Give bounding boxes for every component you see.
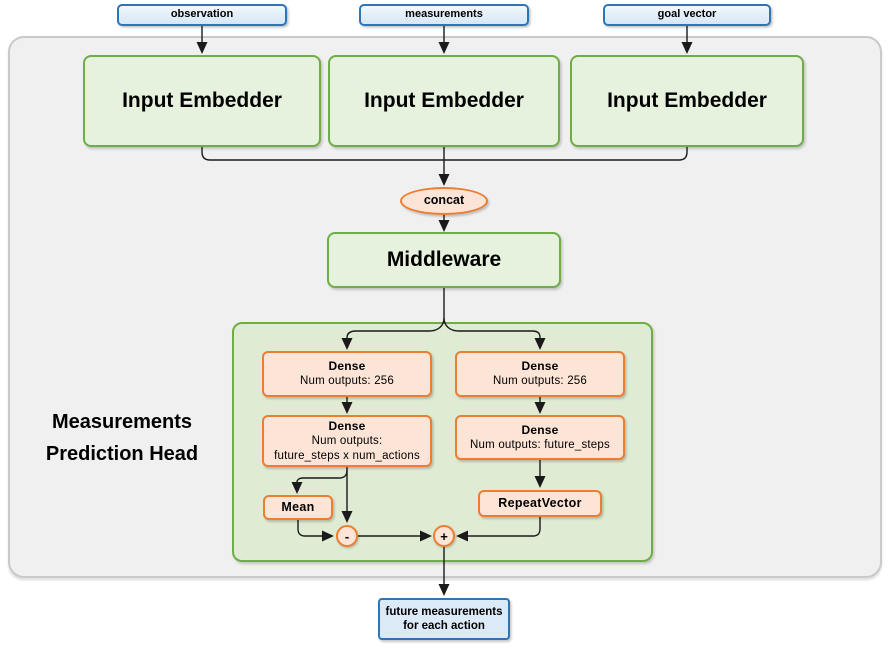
dense-box-right-2-outputs: Num outputs: future_steps (470, 438, 610, 451)
arrowhead-output (438, 584, 450, 596)
dense-box-left-2-title: Dense (328, 419, 366, 434)
minus-operator-circle: - (336, 525, 358, 547)
dense-box-left-2-outputs-line1: Num outputs: (311, 435, 383, 448)
dense-box-right-2: Dense Num outputs: future_steps (455, 415, 625, 460)
input-box-measurements: measurements (359, 4, 529, 26)
embedder-box-goal-vector: Input Embedder (570, 55, 804, 147)
repeat-vector-box: RepeatVector (478, 490, 602, 517)
output-box-line2: for each action (403, 620, 485, 632)
dense-box-right-1-outputs: Num outputs: 256 (493, 375, 587, 388)
dense-box-left-2: Dense Num outputs: future_steps x num_ac… (262, 415, 432, 467)
prediction-head-title-line2: Prediction Head (45, 443, 199, 465)
dense-box-left-2-outputs-line2: future_steps x num_actions (274, 449, 420, 462)
plus-operator-circle: + (433, 525, 455, 547)
middleware-box: Middleware (327, 232, 561, 288)
concat-ellipse: concat (400, 187, 488, 215)
dense-box-right-1: Dense Num outputs: 256 (455, 351, 625, 397)
embedder-box-observation: Input Embedder (83, 55, 321, 147)
mean-box: Mean (263, 495, 333, 520)
input-box-goal-vector: goal vector (603, 4, 771, 26)
dense-box-right-2-title: Dense (521, 422, 559, 437)
dense-box-left-1-outputs: Num outputs: 256 (300, 375, 394, 388)
prediction-head-title-line1: Measurements (51, 411, 193, 433)
dense-box-left-1: Dense Num outputs: 256 (262, 351, 432, 397)
dense-box-right-1-title: Dense (521, 359, 559, 374)
input-box-observation: observation (117, 4, 287, 26)
dense-box-left-1-title: Dense (328, 359, 366, 374)
embedder-box-measurements: Input Embedder (328, 55, 560, 147)
output-box-future-measurements: future measurements for each action (378, 598, 510, 640)
prediction-head-title: Measurements Prediction Head (22, 406, 222, 470)
output-box-line1: future measurements (385, 605, 503, 618)
